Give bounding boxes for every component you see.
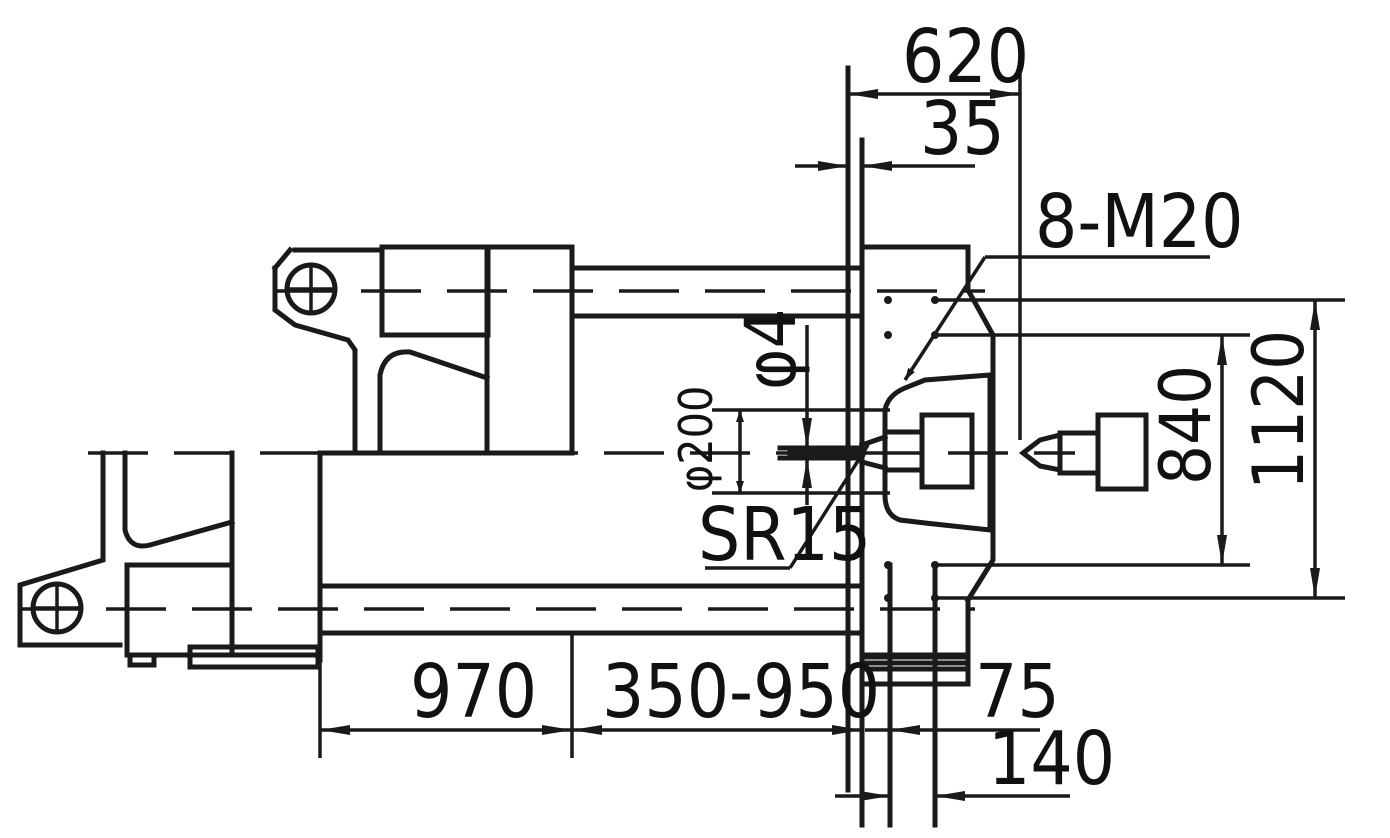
dim-phi-200: φ200 — [669, 386, 723, 492]
lower-cross-head — [124, 562, 235, 658]
dim-35: 35 — [920, 86, 1005, 172]
hole — [884, 561, 892, 569]
nozzle-area — [777, 372, 993, 533]
lower-toggle-body — [17, 450, 323, 670]
dim-840: 840 — [1145, 365, 1227, 485]
dim-75: 75 — [975, 649, 1060, 735]
dim-350-950: 350-950 — [602, 649, 880, 735]
dim-phi-4: φ4 — [730, 308, 812, 390]
fixed-platen — [845, 65, 996, 828]
dimension-lines — [318, 68, 1320, 801]
dim-1120: 1120 — [1238, 330, 1320, 490]
injection-unit-body — [1095, 412, 1149, 492]
tie-bars — [317, 265, 865, 636]
dim-8-m20: 8-M20 — [1035, 179, 1244, 265]
locating-ring — [919, 412, 975, 490]
upper-toggle-link — [271, 244, 491, 456]
dimension-labels: 620 35 8-M20 φ4 φ200 SR15 840 1120 970 3… — [410, 14, 1320, 802]
mounting-holes — [884, 296, 1345, 602]
moving-platen-upper — [317, 244, 575, 456]
dim-620: 620 — [902, 14, 1029, 100]
hole — [884, 296, 892, 304]
injection-nozzle — [1018, 412, 1149, 492]
centerlines — [20, 289, 1075, 611]
hole — [884, 331, 892, 339]
dim-sr15: SR15 — [698, 492, 871, 578]
dim-140: 140 — [988, 716, 1115, 802]
dim-970: 970 — [410, 649, 537, 735]
hole — [884, 594, 892, 602]
